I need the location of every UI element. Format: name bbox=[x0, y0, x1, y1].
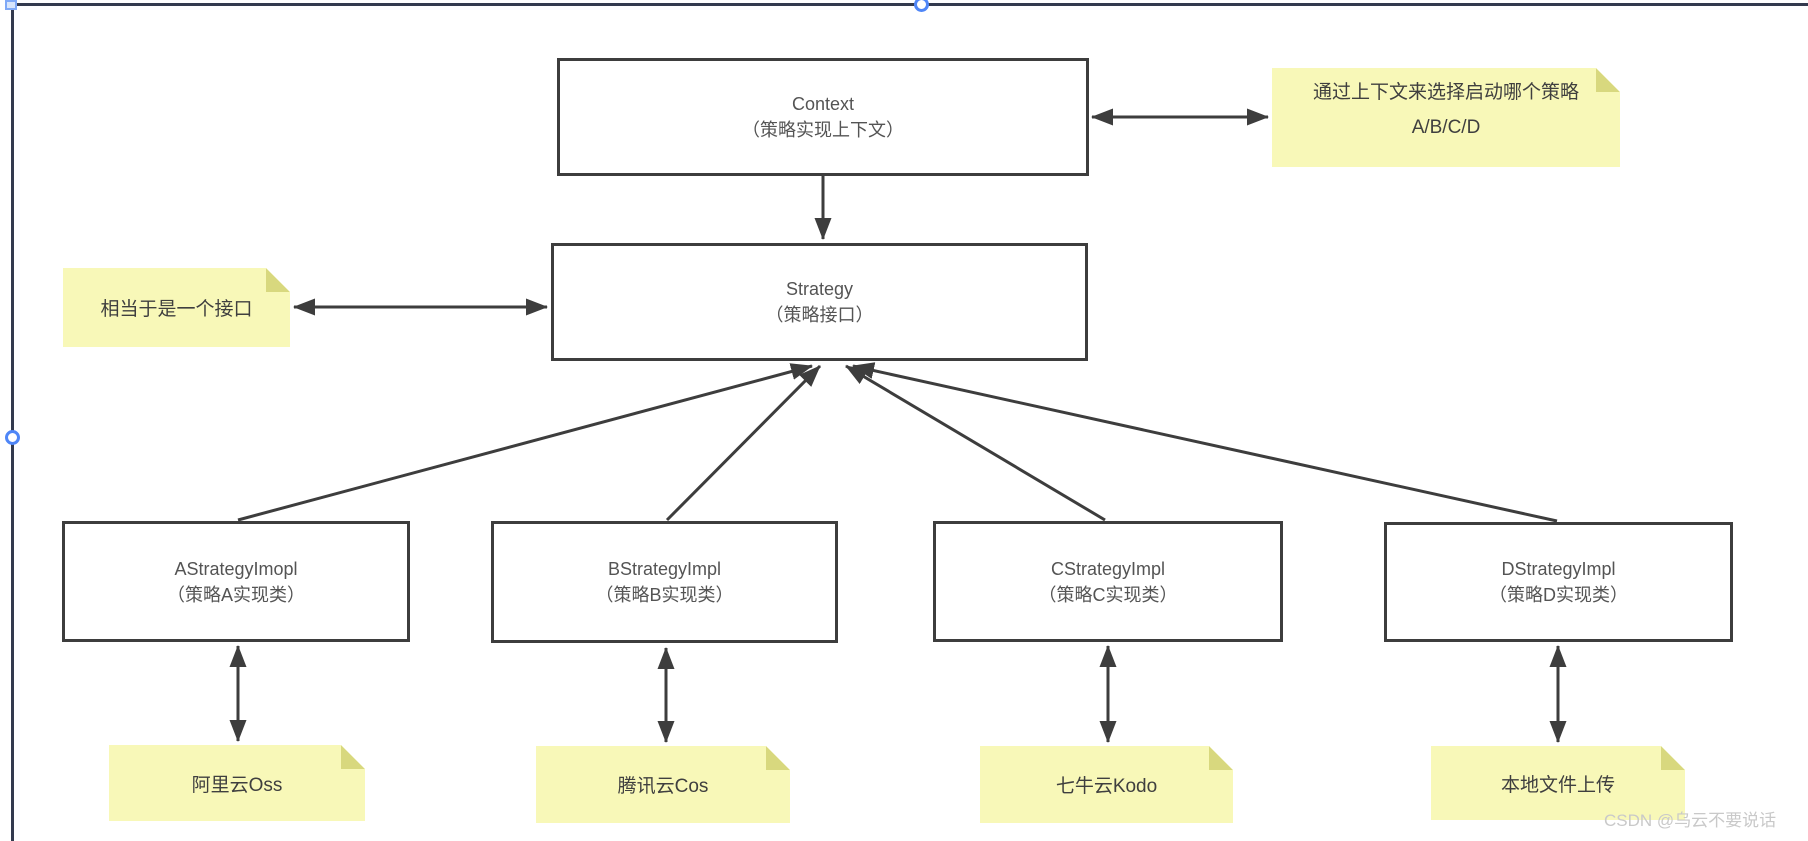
note-fold-corner-icon bbox=[266, 268, 290, 292]
connector-impl-c-to-strategy[interactable] bbox=[845, 364, 1106, 522]
class-box-context[interactable]: Context （策略实现上下文） bbox=[557, 58, 1089, 176]
connector-impl-d-to-strategy[interactable] bbox=[852, 362, 1558, 523]
class-box-impl-c[interactable]: CStrategyImpl （策略C实现类） bbox=[933, 521, 1283, 642]
class-box-title: CStrategyImpl bbox=[1050, 558, 1166, 579]
note-text-line1: 通过上下文来选择启动哪个策略 bbox=[1312, 82, 1579, 103]
selection-corner-resize-handle[interactable] bbox=[5, 0, 17, 10]
selection-rect-left-border[interactable] bbox=[11, 3, 14, 841]
watermark: CSDN @乌云不要说话 bbox=[1604, 811, 1777, 830]
sticky-note-context[interactable]: 通过上下文来选择启动哪个策略 A/B/C/D bbox=[1272, 68, 1620, 167]
class-box-title: Context bbox=[791, 94, 855, 114]
class-box-impl-a[interactable]: AStrategyImopl （策略A实现类） bbox=[62, 521, 410, 642]
class-box-title: BStrategyImpl bbox=[607, 559, 722, 579]
note-fold-corner-icon bbox=[1661, 746, 1685, 770]
note-text: 腾讯云Cos bbox=[617, 776, 709, 797]
class-box-title: DStrategyImpl bbox=[1501, 559, 1616, 579]
note-fold-corner-icon bbox=[766, 746, 790, 770]
class-box-impl-d[interactable]: DStrategyImpl （策略D实现类） bbox=[1384, 522, 1733, 642]
note-text: 本地文件上传 bbox=[1500, 774, 1615, 796]
class-box-impl-b[interactable]: BStrategyImpl （策略B实现类） bbox=[491, 521, 838, 643]
class-box-subtitle: （策略A实现类） bbox=[166, 584, 305, 605]
note-fold-corner-icon bbox=[1596, 68, 1620, 92]
class-box-subtitle: （策略C实现类） bbox=[1038, 584, 1178, 605]
sticky-note-impl-a[interactable]: 阿里云Oss bbox=[109, 745, 365, 821]
note-text: 阿里云Oss bbox=[191, 774, 283, 796]
selection-rect-top-border[interactable] bbox=[11, 3, 1808, 6]
sticky-note-strategy[interactable]: 相当于是一个接口 bbox=[63, 268, 290, 347]
class-box-subtitle: （策略接口） bbox=[765, 305, 874, 325]
selection-left-middle-handle[interactable] bbox=[5, 430, 20, 445]
class-box-subtitle: （策略实现上下文） bbox=[742, 120, 904, 140]
sticky-note-impl-c[interactable]: 七牛云Kodo bbox=[980, 746, 1233, 823]
sticky-note-impl-b[interactable]: 腾讯云Cos bbox=[536, 746, 790, 823]
class-box-title: Strategy bbox=[785, 279, 854, 299]
note-fold-corner-icon bbox=[341, 745, 365, 769]
note-text: 七牛云Kodo bbox=[1055, 776, 1158, 797]
note-fold-corner-icon bbox=[1209, 746, 1233, 770]
selection-top-center-handle[interactable] bbox=[914, 0, 929, 12]
class-box-subtitle: （策略D实现类） bbox=[1489, 585, 1628, 605]
note-text-line2: A/B/C/D bbox=[1411, 117, 1481, 138]
class-box-strategy[interactable]: Strategy （策略接口） bbox=[551, 243, 1088, 361]
note-text: 相当于是一个接口 bbox=[100, 299, 253, 320]
class-box-subtitle: （策略B实现类） bbox=[595, 585, 734, 605]
connector-impl-a-to-strategy[interactable] bbox=[237, 363, 813, 522]
class-box-title: AStrategyImopl bbox=[174, 558, 298, 579]
connector-impl-b-to-strategy[interactable] bbox=[665, 364, 822, 522]
